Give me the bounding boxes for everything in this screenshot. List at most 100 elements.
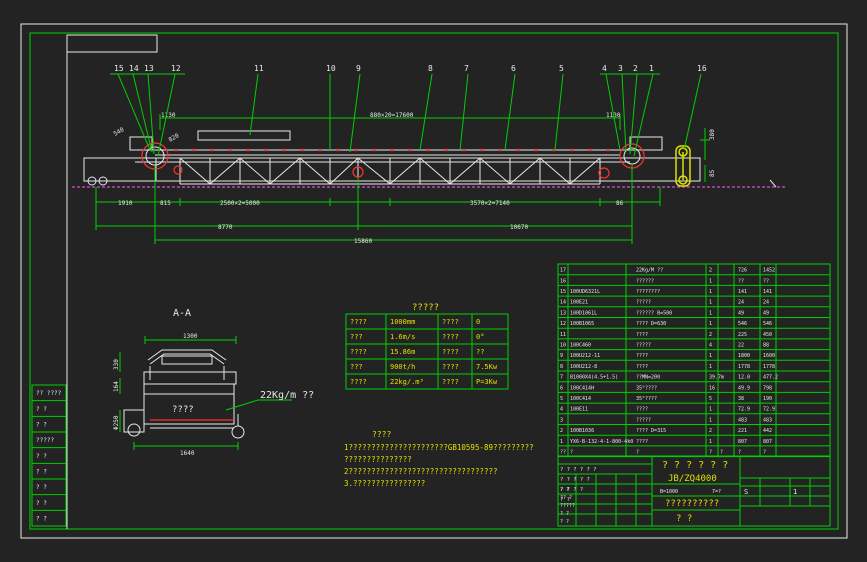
idler-roller — [588, 148, 592, 152]
load-label: 22Kg/m ?? — [260, 390, 314, 401]
bom-cell: 10 — [560, 343, 566, 349]
param-cell: ??? — [350, 333, 363, 341]
callout-15: 15 — [114, 64, 124, 73]
carry-idlers — [174, 148, 610, 152]
param-cell: 900t/h — [390, 363, 415, 371]
sec-dim-164: 164 — [113, 381, 120, 392]
bom-cell: 483 — [763, 417, 772, 423]
idler-roller — [300, 148, 304, 152]
bom-cell: 1 — [709, 300, 712, 306]
note-line: 3.???????????????? — [344, 479, 425, 488]
idler-roller — [210, 148, 214, 152]
s-label: S — [744, 488, 748, 496]
param-cell: ???? — [442, 378, 459, 386]
bom-cell: 2 — [709, 268, 712, 274]
param-cell: P=3Kw — [476, 378, 498, 386]
bom-cell: 49.9 — [738, 385, 750, 391]
head-pulley — [623, 147, 641, 165]
tb-cell: ? ? ? ? ? ? — [560, 467, 596, 473]
sec-dim-250: Φ250 — [113, 415, 120, 430]
drawing-number: JB/ZQ4000 — [668, 474, 717, 484]
wheel-left — [127, 423, 141, 437]
callout-13: 13 — [144, 64, 154, 73]
tb-cell: ? ? ? ? ? — [560, 477, 590, 483]
idler-roller — [390, 148, 394, 152]
bom-cell: 11 — [560, 332, 566, 338]
bom-cell: ??MN=200 — [636, 375, 660, 381]
bom-cell: 546 — [763, 321, 772, 327]
bom-cell: ???? — [636, 364, 648, 370]
note-line: ??????????????? — [344, 455, 412, 464]
bom-cell: 1 — [709, 417, 712, 423]
bom-cell: 49 — [738, 310, 744, 316]
callout-14: 14 — [129, 64, 139, 73]
title-small-b: 7=? — [712, 489, 721, 495]
tb-label: ?? ? — [560, 495, 572, 501]
tb-label: ? ? — [560, 511, 569, 517]
idler-roller — [228, 148, 232, 152]
callout-12: 12 — [171, 64, 181, 73]
bom-cell: 100B1036 — [570, 428, 594, 434]
callout-8: 8 — [428, 64, 433, 73]
left-tag: ? ? — [36, 422, 47, 429]
callout-2: 2 — [633, 64, 638, 73]
bom-cell: 546 — [738, 321, 747, 327]
dim-3570: 3570×2=7140 — [470, 200, 510, 207]
bom-cell: 100C414H — [570, 385, 594, 391]
idler-roller — [192, 148, 196, 152]
bom-cell: 35°???? — [636, 385, 657, 391]
left-tag-strip: ?? ????? ?? ??????? ?? ?? ?? ?? ? — [31, 384, 67, 527]
param-cell: ???? — [442, 363, 459, 371]
dim-1910: 1910 — [118, 200, 133, 207]
callout-1: 1 — [649, 64, 654, 73]
bom-cell: 4 — [560, 407, 563, 413]
bom-cell: 726 — [738, 268, 747, 274]
idler-roller — [354, 148, 358, 152]
idler-roller — [282, 148, 286, 152]
bom-cell: 100E21 — [570, 300, 588, 306]
bom-cell: ? — [738, 450, 741, 456]
bom-cell: 14 — [560, 300, 566, 306]
sec-center-label: ???? — [172, 405, 194, 415]
idler-roller — [336, 148, 340, 152]
bom-cell: 100C414 — [570, 396, 591, 402]
callout-3: 3 — [618, 64, 623, 73]
bom-cell: 15 — [560, 289, 566, 295]
dim-380: 380 — [709, 129, 716, 140]
bom-cell: 100D1061L — [570, 310, 597, 316]
idler-roller — [318, 148, 322, 152]
dim-10670: 10670 — [510, 224, 528, 231]
drive-unit — [675, 145, 691, 187]
bom-cell: 1 — [709, 289, 712, 295]
idler-roller — [606, 148, 610, 152]
callout-11: 11 — [254, 64, 264, 73]
param-cell: 1.6m/s — [390, 333, 415, 341]
bom-cell: ?????? — [636, 278, 654, 284]
title-main: ? ? ? ? ? ? — [662, 460, 728, 471]
bom-cell: ? — [709, 450, 712, 456]
tb-cell: ? ? ? ? — [560, 487, 583, 493]
idler-roller — [264, 148, 268, 152]
param-cell: ???? — [442, 333, 459, 341]
callout-4: 4 — [602, 64, 607, 73]
sec-dim-330: 330 — [113, 359, 120, 370]
left-tag: ? ? — [36, 516, 47, 523]
bom-cell: ???? — [636, 407, 648, 413]
param-cell: ???? — [350, 318, 367, 326]
bom-cell: ? — [636, 450, 639, 456]
sheet-count: 1 — [793, 488, 797, 496]
bom-cell: 1 — [709, 364, 712, 370]
param-cell: 22kg/.m³ — [390, 378, 424, 386]
top-left-label-box — [66, 34, 158, 53]
sec-dim-1640: 1640 — [180, 450, 195, 457]
bom-cell: ???? — [636, 439, 648, 445]
bom-cell: 1800 — [738, 353, 750, 359]
note-line: 1??????????????????????GB10595-89???????… — [344, 443, 534, 452]
idler-roller — [480, 148, 484, 152]
bom-cell: 72.9 — [738, 407, 750, 413]
bom-cell: ?????? B=500 — [636, 310, 672, 316]
bom-cell: 2 — [709, 332, 712, 338]
title-block: ? ? ? ? ? ? JB/ZQ4000 B=1000 7=? ???????… — [557, 455, 831, 527]
